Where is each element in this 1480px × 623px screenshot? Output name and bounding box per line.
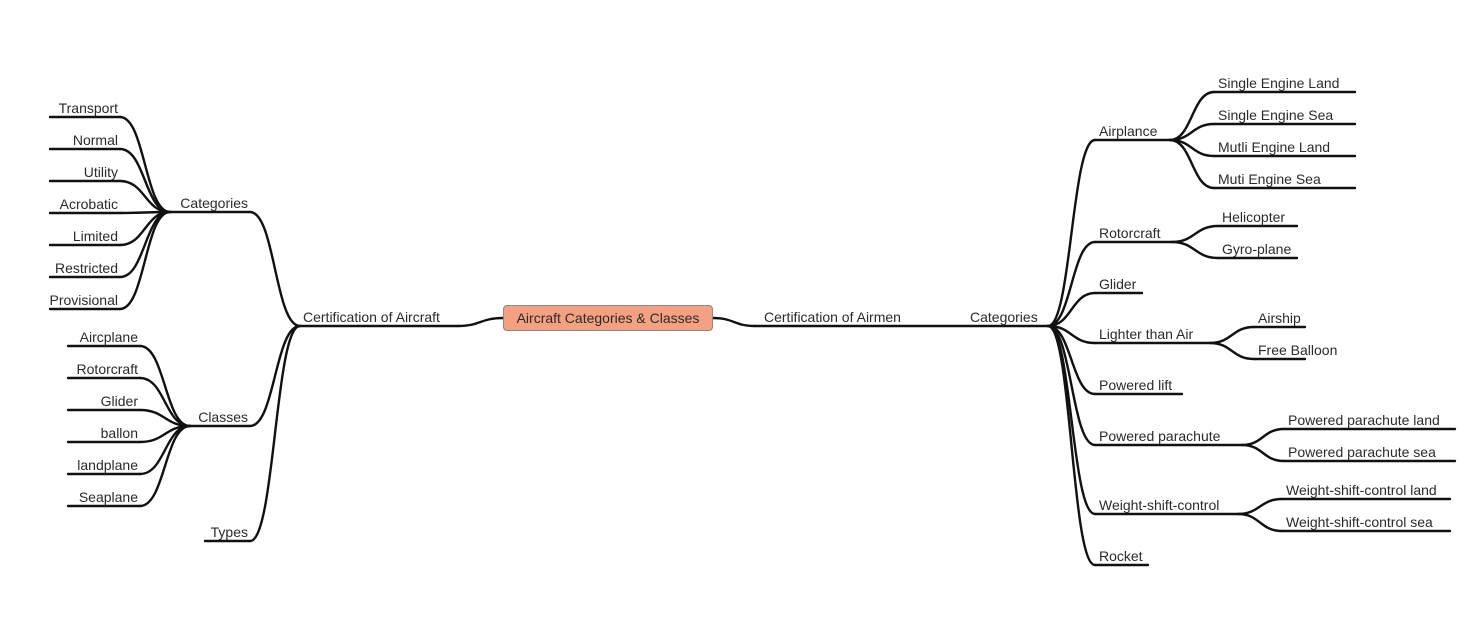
leaf-normal[interactable]: Normal — [72, 132, 118, 148]
leaf-helicopter[interactable]: Helicopter — [1222, 209, 1286, 225]
connector-seaplane — [138, 424, 192, 508]
connector-aircplane — [138, 344, 192, 428]
node-powered-parachute[interactable]: Powered parachute — [1099, 428, 1221, 444]
connector-root-to-certification-of-aircraft — [456, 316, 505, 328]
leaf-landplane[interactable]: landplane — [77, 457, 138, 473]
node-airplance[interactable]: Airplance — [1099, 123, 1158, 139]
leaf-acrobatic[interactable]: Acrobatic — [59, 196, 118, 212]
connector-provisional — [118, 210, 172, 311]
connector-classes-left — [248, 324, 302, 428]
connector-free-balloon — [1208, 341, 1256, 361]
connector-glider — [1046, 291, 1097, 328]
node-powered-lift[interactable]: Powered lift — [1099, 377, 1173, 393]
leaf-rotorcraft[interactable]: Rotorcraft — [76, 361, 138, 377]
node-categories-left[interactable]: Categories — [180, 195, 248, 211]
connector-gyro-plane — [1170, 240, 1220, 260]
node-lighter-than-air[interactable]: Lighter than Air — [1099, 326, 1194, 342]
leaf-single-engine-sea[interactable]: Single Engine Sea — [1218, 107, 1334, 123]
leaf-ballon[interactable]: ballon — [100, 425, 138, 441]
connector-rotorcraft — [1046, 240, 1097, 328]
leaf-transport[interactable]: Transport — [58, 100, 118, 116]
leaf-limited[interactable]: Limited — [72, 228, 118, 244]
leaf-utility[interactable]: Utility — [83, 164, 118, 180]
leaf-muti-engine-sea[interactable]: Muti Engine Sea — [1218, 171, 1321, 187]
node-classes-left[interactable]: Classes — [198, 409, 248, 425]
leaf-restricted[interactable]: Restricted — [54, 260, 118, 276]
connector-powered-parachute-sea — [1240, 443, 1286, 463]
leaf-aircplane[interactable]: Aircplane — [79, 329, 138, 345]
leaf-weight-shift-control-sea[interactable]: Weight-shift-control sea — [1286, 514, 1433, 530]
connector-categories-left — [248, 210, 302, 328]
node-rotorcraft[interactable]: Rotorcraft — [1099, 225, 1161, 241]
leaf-single-engine-land[interactable]: Single Engine Land — [1218, 75, 1340, 91]
node-categories-right[interactable]: Categories — [970, 309, 1038, 325]
connector-airplance — [1046, 138, 1097, 328]
leaf-glider[interactable]: Glider — [100, 393, 138, 409]
leaf-weight-shift-control-land[interactable]: Weight-shift-control land — [1286, 482, 1437, 498]
node-rocket[interactable]: Rocket — [1099, 548, 1143, 564]
leaf-gyro-plane[interactable]: Gyro-plane — [1222, 241, 1292, 257]
node-certification-of-airmen[interactable]: Certification of Airmen — [764, 309, 901, 325]
root-node-label: Aircraft Categories & Classes — [516, 310, 700, 326]
leaf-airship[interactable]: Airship — [1258, 310, 1301, 326]
root-node[interactable]: Aircraft Categories & Classes — [503, 305, 713, 331]
leaf-free-balloon[interactable]: Free Balloon — [1258, 342, 1338, 358]
connector-muti-engine-sea — [1168, 138, 1216, 190]
leaf-powered-parachute-sea[interactable]: Powered parachute sea — [1288, 444, 1436, 460]
connector-weight-shift-control-sea — [1236, 512, 1284, 533]
node-types-left[interactable]: Types — [210, 524, 248, 540]
node-certification-of-aircraft[interactable]: Certification of Aircraft — [303, 309, 440, 325]
connector-types-left — [248, 324, 302, 543]
connector-transport — [118, 115, 172, 214]
connector-root-to-certification-of-airmen — [711, 316, 757, 328]
connector-rocket — [1046, 324, 1097, 567]
leaf-seaplane[interactable]: Seaplane — [78, 489, 138, 505]
leaf-provisional[interactable]: Provisional — [49, 292, 118, 308]
node-glider[interactable]: Glider — [1099, 276, 1137, 292]
node-weight-shift-control[interactable]: Weight-shift-control — [1099, 497, 1220, 513]
leaf-mutli-engine-land[interactable]: Mutli Engine Land — [1218, 139, 1331, 155]
leaf-powered-parachute-land[interactable]: Powered parachute land — [1288, 412, 1440, 428]
